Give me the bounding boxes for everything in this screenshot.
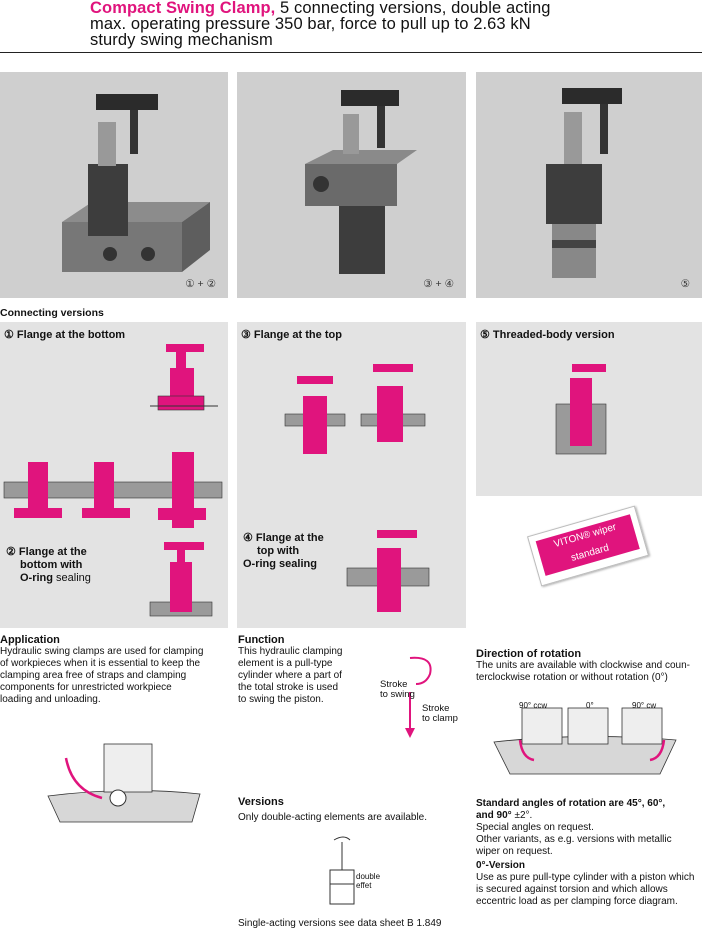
single-acting-note: Single-acting versions see data sheet B … (238, 918, 442, 929)
stroke-to-clamp-label: Stroke to clamp (422, 703, 458, 724)
version-3-label: ③ Flange at the top (241, 329, 342, 341)
photo-threaded-body: ⑤ (476, 72, 702, 298)
direction-title: Direction of rotation (476, 648, 582, 660)
version-2-label: ② Flange at the bottom with O-ring seali… (6, 546, 91, 584)
application-diagram (47, 743, 201, 823)
versions-title: Versions (238, 796, 284, 808)
angles-heading-2: and 90° (476, 810, 512, 821)
rotation-label-cw: 90° cw (632, 701, 657, 710)
photo-2-tag: ③ + ④ (423, 278, 454, 290)
version-4-label: ④ Flange at the top with O-ring sealing (243, 532, 324, 570)
header-line-3: sturdy swing mechanism (90, 31, 273, 49)
photo-flange-top: ③ + ④ (237, 72, 466, 298)
angles-heading-1: Standard angles of rotation are 45°, 60°… (476, 798, 666, 809)
stroke-arrow-diagram (405, 656, 432, 738)
application-title: Application (0, 634, 60, 646)
application-section: Application Hydraulic swing clamps are u… (0, 634, 230, 706)
panel-flange-bottom: ① Flange at the bottom ② Flange at the b… (0, 322, 228, 628)
photo-1-tag: ① + ② (185, 278, 216, 290)
header-rule (0, 52, 702, 53)
photo-3-tag: ⑤ (680, 278, 690, 290)
stroke-to-swing-label: Stroke to swing (380, 679, 415, 700)
clamp-photo-3 (546, 88, 622, 278)
rotation-label-zero: 0° (586, 701, 594, 710)
clamp-photo-1 (62, 94, 210, 272)
viton-badge: VITON® wiper standard (527, 505, 649, 587)
panel-flange-top: ③ Flange at the top ④ Flange at the top … (237, 322, 466, 628)
direction-text: The units are available with clockwise a… (476, 660, 690, 683)
function-title: Function (238, 634, 285, 646)
page-header: Compact Swing Clamp, 5 connecting versio… (90, 0, 700, 48)
header-line-2: max. operating pressure 350 bar, force t… (90, 15, 531, 33)
connecting-versions-title: Connecting versions (0, 307, 104, 319)
versions-text: Only double-acting elements are availabl… (238, 812, 427, 823)
function-section: Function This hydraulic clamping element… (238, 634, 368, 706)
product-name: Compact Swing Clamp, (90, 0, 276, 17)
panel-threaded-body: ⑤ Threaded-body version (476, 322, 702, 496)
version-1-label: ① Flange at the bottom (4, 329, 126, 341)
flange-bottom-diagrams (3, 344, 223, 617)
angles-section: Standard angles of rotation are 45°, 60°… (476, 798, 702, 908)
double-acting-label: double effet (356, 872, 381, 890)
zero-version-title: 0°-Version (476, 860, 526, 871)
angles-tolerance: ±2°. (511, 810, 533, 821)
flange-top-diagrams (284, 364, 430, 612)
application-text: Hydraulic swing clamps are used for clam… (0, 646, 204, 705)
rotation-label-ccw: 90° ccw (519, 701, 548, 710)
header-line-1: 5 connecting versions, double acting (275, 0, 551, 17)
version-5-label: ⑤ Threaded-body version (480, 329, 615, 341)
rotation-diagram (493, 707, 677, 775)
photo-flange-bottom: ① + ② (0, 72, 228, 298)
threaded-body-diagram (555, 364, 607, 455)
double-acting-diagram (329, 836, 355, 905)
direction-section: Direction of rotation The units are avai… (476, 648, 702, 684)
function-text: This hydraulic clamping element is a pul… (238, 646, 343, 705)
clamp-photo-2 (305, 90, 417, 274)
